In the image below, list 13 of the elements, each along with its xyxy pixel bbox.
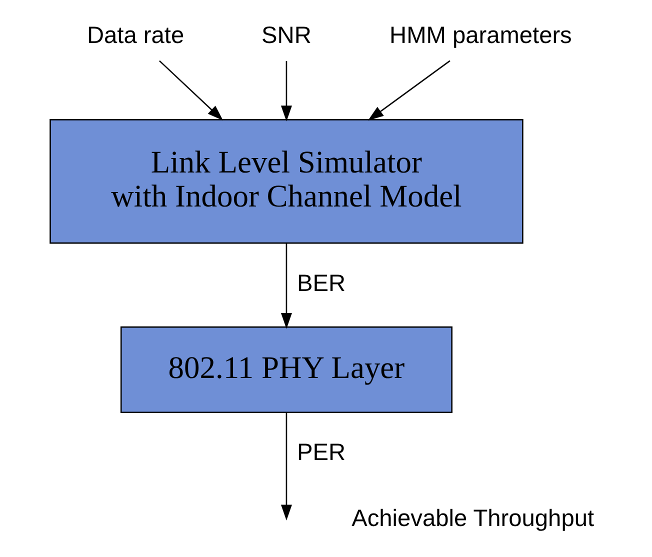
label: Achievable Throughput bbox=[351, 506, 594, 532]
node-box: 802.11 PHY Layer bbox=[120, 326, 452, 414]
arrow bbox=[280, 61, 292, 122]
node-text: HMM parameters bbox=[389, 22, 572, 49]
edge-label: PER bbox=[296, 440, 346, 466]
node-text: SNR bbox=[261, 22, 311, 49]
arrow bbox=[280, 244, 292, 329]
arrow bbox=[280, 412, 292, 520]
arrow bbox=[158, 60, 223, 121]
node-text: Data rate bbox=[86, 22, 184, 49]
edge-label: BER bbox=[296, 270, 346, 297]
arrow bbox=[367, 60, 450, 121]
node-box: Link Level Simulator with Indoor Channel Model bbox=[49, 119, 523, 244]
